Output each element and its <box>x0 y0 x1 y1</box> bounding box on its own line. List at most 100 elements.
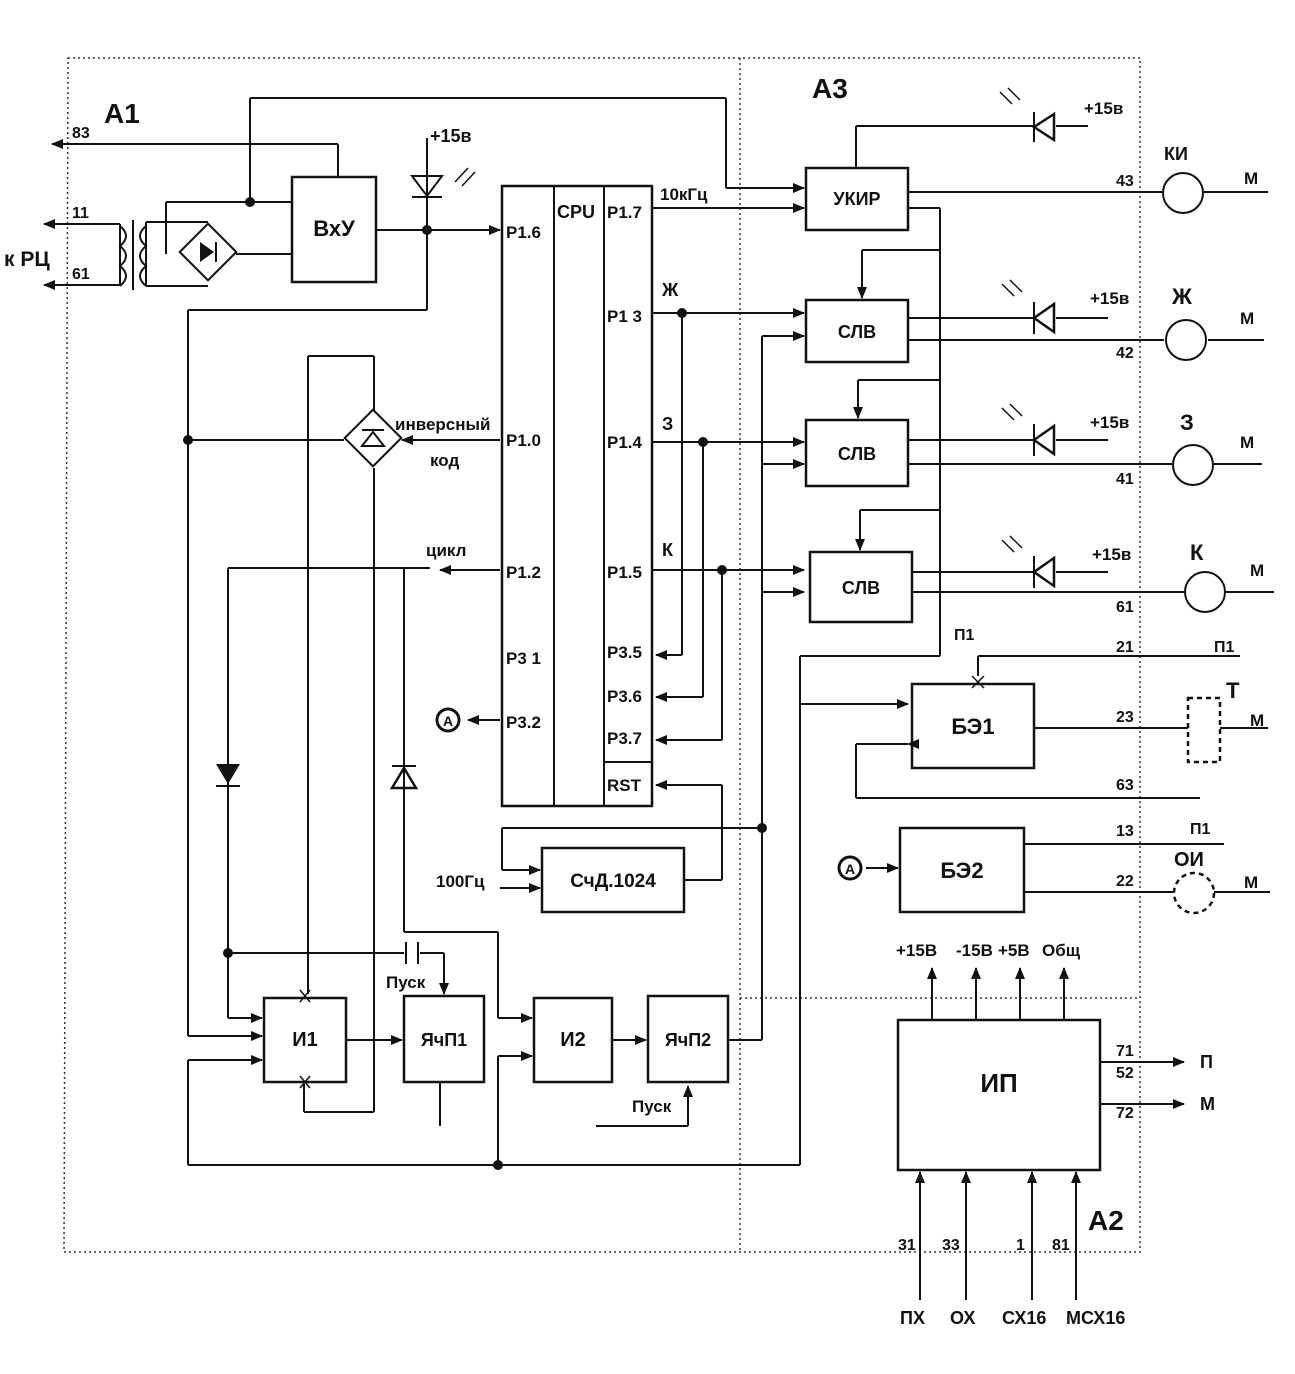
ground-label: М <box>1250 711 1264 730</box>
pin-p10: P1.0 <box>506 431 541 450</box>
slv1-label: СЛВ <box>838 322 876 342</box>
ground-label: М <box>1240 309 1254 328</box>
pin-p15: P1.5 <box>607 563 642 582</box>
lamp-k-icon <box>1184 571 1226 613</box>
led-icon <box>1001 535 1056 589</box>
trigger1-block <box>402 994 486 1084</box>
terminal-43: 43 <box>1116 173 1134 190</box>
cpu-block <box>500 184 654 808</box>
pin-p37: P3.7 <box>607 729 642 748</box>
bridge-rectifier-icon <box>178 222 238 282</box>
supply-v5-label: +5В <box>998 941 1030 960</box>
vxu-block <box>290 175 378 284</box>
input-px-label: ПХ <box>900 1308 925 1328</box>
power-label: +15в <box>1092 545 1131 564</box>
pin-p31: P3 1 <box>506 649 541 668</box>
signal-zh-label: Ж <box>661 280 679 300</box>
cycle-wires <box>227 565 533 1023</box>
signal-z-label: З <box>662 414 673 434</box>
terminal-52: 52 <box>1116 1065 1134 1082</box>
junction-dot <box>757 823 767 833</box>
led-icon <box>410 167 476 198</box>
power-label: +15в <box>430 126 472 146</box>
be1-label: БЭ1 <box>951 714 994 739</box>
supply-gnd-label: Общ <box>1042 941 1081 960</box>
p1-label: П1 <box>1190 821 1211 838</box>
ground-label: М <box>1240 433 1254 452</box>
junction-dot <box>223 948 233 958</box>
a-marker-label: А <box>443 713 453 729</box>
terminal-31: 31 <box>898 1237 916 1254</box>
junction-dot <box>677 308 687 318</box>
logic-wires <box>187 331 940 1166</box>
area-a3-label: А3 <box>812 73 848 104</box>
p1-label: П1 <box>954 627 975 644</box>
slv1-block <box>804 298 910 364</box>
ground-label: М <box>1244 873 1258 892</box>
junction-dot <box>717 565 727 575</box>
ukir-label: УКИР <box>833 189 880 209</box>
power-supply-wires <box>915 967 1185 1300</box>
trigger2-label: ЯчП2 <box>665 1030 711 1050</box>
terminal-72: 72 <box>1116 1105 1134 1122</box>
cpu-label: CPU <box>557 202 595 222</box>
lamp-ki-label: КИ <box>1164 144 1188 164</box>
area-a2-label: А2 <box>1088 1205 1124 1236</box>
junction-dot <box>245 197 255 207</box>
signal-k-label: К <box>662 540 674 560</box>
terminal-83: 83 <box>72 125 90 142</box>
pin-p32: P3.2 <box>506 713 541 732</box>
capacitor-icon <box>405 942 419 964</box>
inverse-wires <box>188 355 500 1113</box>
inverse-label-2: код <box>430 451 459 470</box>
input-ox-label: ОХ <box>950 1308 975 1328</box>
be1-block <box>910 682 1036 770</box>
lamp-zh-label: Ж <box>1171 284 1192 309</box>
junction-dot <box>698 437 708 447</box>
and2-label: И2 <box>560 1029 586 1051</box>
relay-t-icon <box>1186 696 1222 764</box>
cross-mark-icon <box>971 675 985 689</box>
inverse-label-1: инверсный <box>395 415 490 434</box>
input-cx16-label: СХ16 <box>1002 1308 1046 1328</box>
inverse-bridge-icon <box>343 408 403 468</box>
terminal-21: 21 <box>1116 639 1134 656</box>
diode-icon <box>216 764 240 787</box>
slv2-label: СЛВ <box>838 444 876 464</box>
region-borders <box>63 57 1141 1253</box>
terminal-71: 71 <box>1116 1043 1134 1060</box>
be2-block <box>898 826 1026 914</box>
terminal-13: 13 <box>1116 823 1134 840</box>
trigger2-block <box>646 994 730 1084</box>
pin-p36: P3.6 <box>607 687 642 706</box>
transformer-icon <box>118 220 148 290</box>
and1-label: И1 <box>292 1029 318 1051</box>
ground-label: М <box>1244 169 1258 188</box>
slv3-block <box>808 550 914 624</box>
a-marker-label: А <box>845 861 855 877</box>
area-a1-label: А1 <box>104 98 140 129</box>
power-label: +15в <box>1084 99 1123 118</box>
ground-label: М <box>1250 561 1264 580</box>
output-p-label: П <box>1200 1052 1213 1072</box>
led-icon <box>999 87 1056 143</box>
junction-dot <box>422 225 432 235</box>
p1-label: П1 <box>1214 639 1235 656</box>
power-supply-label: ИП <box>980 1068 1017 1098</box>
pin-p13: P1 3 <box>607 307 642 326</box>
counter-label: СчД.1024 <box>570 871 656 892</box>
lamp-k-label: К <box>1190 540 1204 565</box>
slv3-label: СЛВ <box>842 578 880 598</box>
start2-label: Пуск <box>632 1097 672 1116</box>
terminal-1: 1 <box>1016 1237 1025 1254</box>
lamp-oi-label: ОИ <box>1174 849 1204 871</box>
a-marker-circle <box>837 855 863 881</box>
power-supply-block <box>896 1018 1102 1172</box>
a-marker-circle <box>435 707 461 733</box>
terminal-11: 11 <box>72 205 89 222</box>
freq-100-label: 100Гц <box>436 872 485 891</box>
cross-mark-icon <box>299 989 311 1089</box>
pin-p12: P1.2 <box>506 563 541 582</box>
trigger1-label: ЯчП1 <box>421 1030 467 1050</box>
